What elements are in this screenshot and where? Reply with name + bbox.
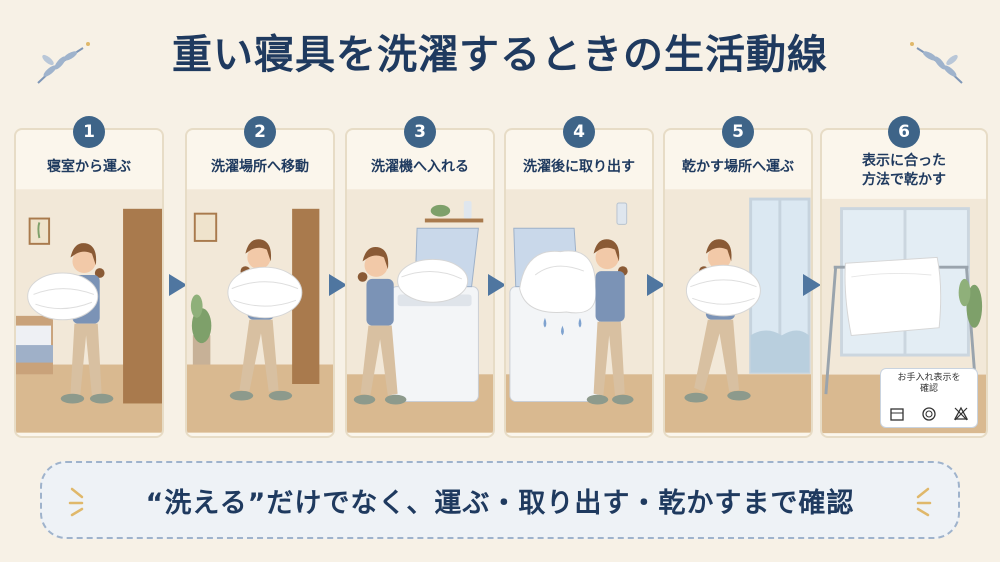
scene-carry-to-dry-area <box>665 189 811 433</box>
care-label-card: お手入れ表示を 確認 <box>880 368 978 428</box>
scene-dry-per-label <box>822 198 986 434</box>
leaf-sprig-icon <box>37 42 90 84</box>
summary-banner-text: “洗える”だけでなく、運ぶ・取り出す・乾かすまで確認 <box>145 487 855 519</box>
step-panel-1: 寝室から運ぶ <box>14 128 164 438</box>
wash-tub-icon <box>890 408 904 421</box>
page-title: 重い寝具を洗濯するときの生活動線 <box>172 32 828 78</box>
arrow-right-icon <box>169 274 187 296</box>
sparkle-icon <box>68 487 84 517</box>
step-panel-2: 洗濯場所へ移動 <box>185 128 335 438</box>
step-panel-4: 洗濯後に取り出す <box>504 128 654 438</box>
title-area: 重い寝具を洗濯するときの生活動線 <box>0 22 1000 80</box>
arrow-right-icon <box>647 274 665 296</box>
step-label: 洗濯場所へ移動 <box>211 159 309 175</box>
scene-carry-from-bedroom <box>16 189 162 433</box>
step-label: 表示に合った <box>862 153 946 169</box>
step-label: 洗濯後に取り出す <box>523 159 635 175</box>
step-number-badge: 2 <box>244 116 276 148</box>
care-card-title: お手入れ表示を 確認 <box>897 373 961 394</box>
scene-unload-washer <box>506 189 652 433</box>
step-panel-6: 表示に合った 方法で乾かす お手入れ表示を 確認 <box>820 128 988 438</box>
step-label: 乾かす場所へ運ぶ <box>682 159 794 175</box>
step-label: 方法で乾かす <box>862 172 946 188</box>
step-number-badge: 6 <box>888 116 920 148</box>
arrow-right-icon <box>803 274 821 296</box>
scene-load-washer <box>347 189 493 433</box>
step-label: 寝室から運ぶ <box>47 159 131 175</box>
scene-move-to-laundry <box>187 189 333 433</box>
sparkle-icon <box>916 487 932 517</box>
arrow-right-icon <box>329 274 347 296</box>
step-number-badge: 5 <box>722 116 754 148</box>
arrow-right-icon <box>488 274 506 296</box>
step-panel-3: 洗濯機へ入れる <box>345 128 495 438</box>
step-number-badge: 3 <box>404 116 436 148</box>
tumble-dry-icon <box>922 407 936 421</box>
step-number-badge: 4 <box>563 116 595 148</box>
step-label: 洗濯機へ入れる <box>371 159 469 175</box>
step-panel-5: 乾かす場所へ運ぶ <box>663 128 813 438</box>
step-number-badge: 1 <box>73 116 105 148</box>
leaf-sprig-icon <box>910 42 963 84</box>
summary-banner: “洗える”だけでなく、運ぶ・取り出す・乾かすまで確認 <box>40 461 960 539</box>
no-bleach-icon <box>953 406 969 421</box>
